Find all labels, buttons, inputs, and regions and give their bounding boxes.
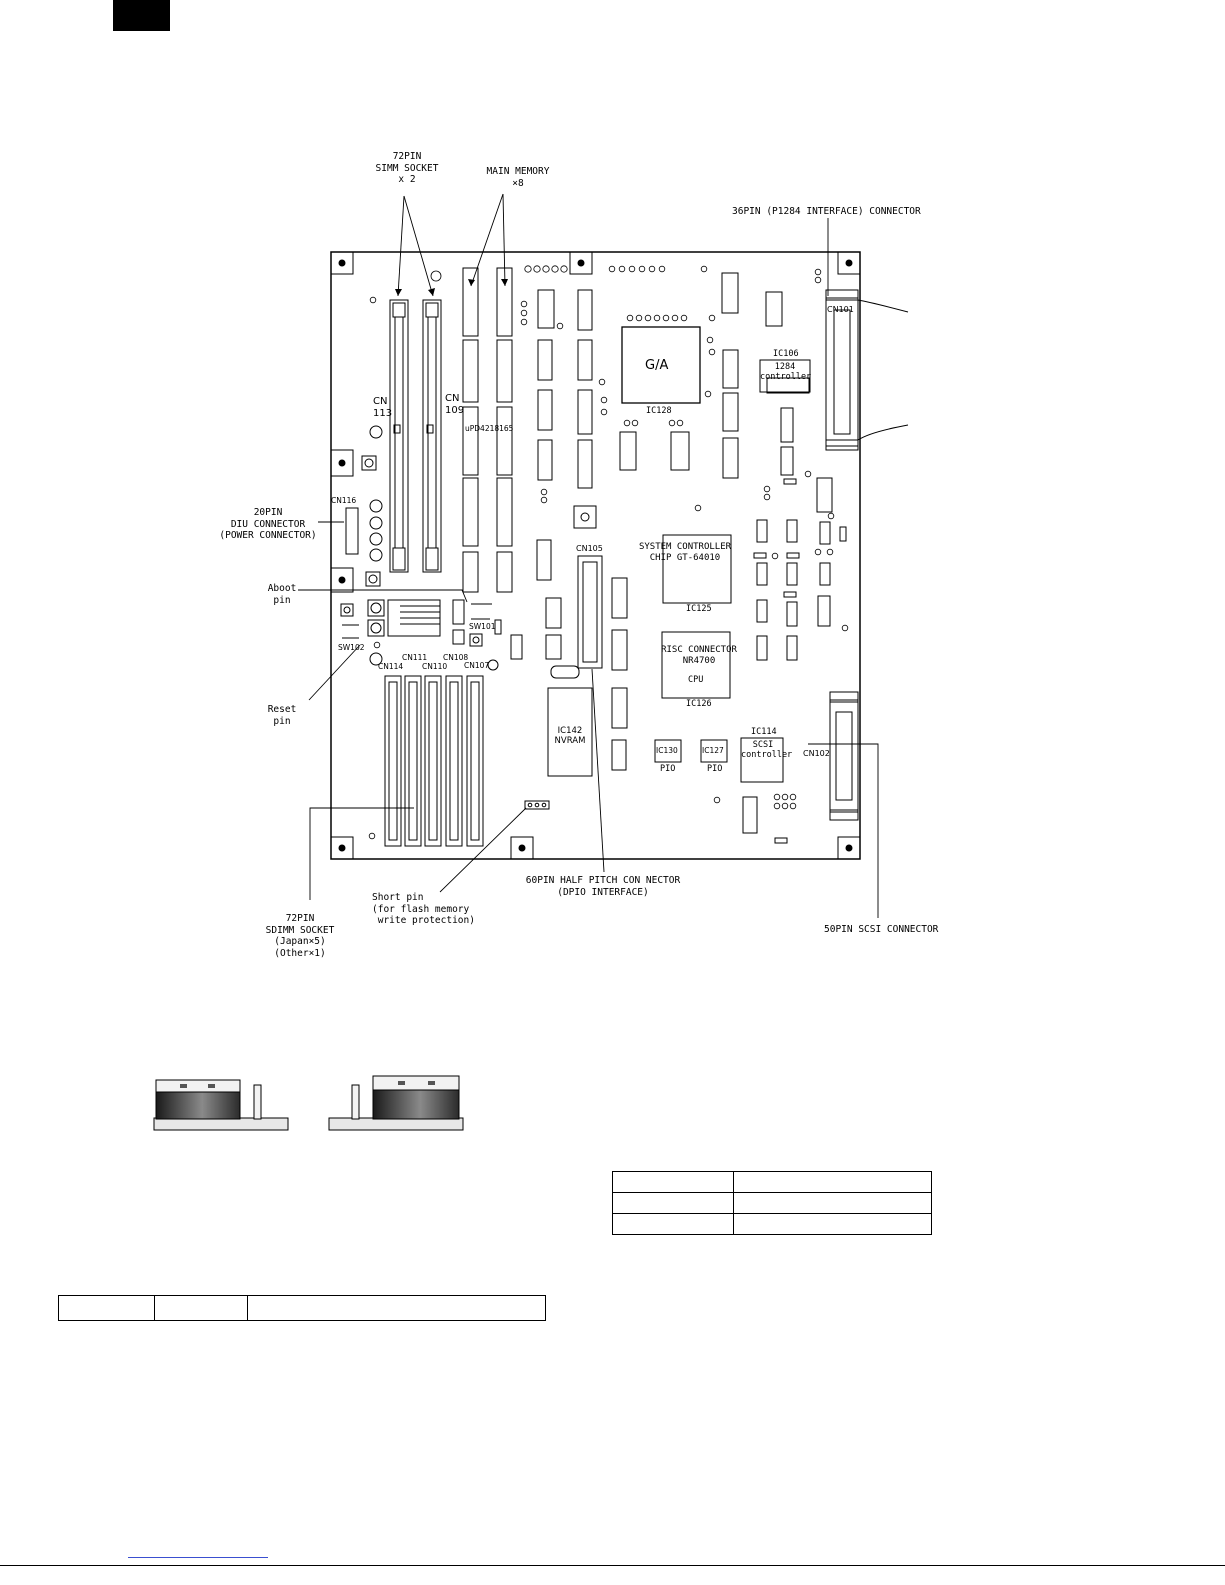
jumper-illustrations — [153, 1075, 464, 1131]
cn102-connector — [829, 699, 859, 813]
label-cn116: CN116 — [331, 496, 357, 505]
table-cell — [733, 1192, 932, 1214]
round-pads — [340, 425, 597, 671]
nvram-chip — [547, 687, 593, 777]
switch-arrows — [342, 603, 492, 639]
resistors — [494, 478, 847, 844]
table-cell — [733, 1171, 932, 1193]
cn101-connector — [825, 297, 859, 447]
arrowheads — [395, 279, 508, 296]
short-pin — [524, 800, 550, 810]
callout-short-pin: Short pin (for flash memory write protec… — [372, 892, 475, 926]
table-cell — [733, 1213, 932, 1235]
label-cn114: CN114 — [378, 662, 404, 671]
info-table — [58, 1295, 546, 1321]
system-controller-chip — [662, 534, 732, 604]
table-row — [612, 1213, 932, 1235]
header-block — [113, 0, 170, 31]
callout-diu-connector: 20PIN DIU CONNECTOR (POWER CONNECTOR) — [219, 507, 317, 541]
label-cpu: CPU — [688, 675, 704, 685]
board-outline — [330, 251, 861, 860]
jumper-right — [328, 1075, 464, 1131]
label-cn105: CN105 — [576, 544, 603, 553]
label-ic125: IC125 — [686, 604, 712, 614]
label-ic106-desc: 1284 controller — [760, 362, 812, 382]
callout-simm-socket: 72PIN SIMM SOCKET x 2 — [375, 151, 439, 185]
callout-main-memory: MAIN MEMORY ×8 — [486, 166, 550, 189]
callout-scsi-connector: 50PIN SCSI CONNECTOR — [824, 924, 939, 935]
label-risc: RISC CONNECTOR NR4700 — [661, 645, 737, 666]
table-cell — [612, 1171, 734, 1193]
ic114-chip — [740, 737, 784, 783]
label-memory-chip: uPD4218165 — [465, 424, 514, 433]
table-cell — [58, 1295, 155, 1321]
label-ic127: IC127 — [702, 746, 724, 755]
label-cn109: CN 109 — [445, 393, 465, 416]
simm-sockets — [389, 299, 442, 573]
label-system-controller: SYSTEM CONTROLLER CHIP GT-64010 — [638, 542, 732, 563]
callout-p1284-connector: 36PIN (P1284 INTERFACE) CONNECTOR — [732, 206, 921, 217]
label-ic106: IC106 — [773, 349, 799, 359]
label-ic142: IC142 NVRAM — [554, 726, 586, 746]
label-pio-2: PIO — [707, 764, 723, 774]
label-ic126: IC126 — [686, 699, 712, 709]
ic127-chip — [700, 739, 728, 763]
table-cell — [612, 1192, 734, 1214]
table-row — [58, 1295, 546, 1321]
label-ga: G/A — [645, 358, 669, 373]
cn105-connector — [577, 555, 603, 669]
ic-chips — [452, 272, 833, 834]
mounting-holes — [330, 251, 861, 860]
pad-dots — [368, 265, 849, 840]
callout-half-pitch-connector: 60PIN HALF PITCH CON NECTOR (DPIO INTERF… — [525, 875, 681, 898]
cn116-connector — [345, 507, 359, 555]
label-sw101: SW101 — [469, 622, 496, 631]
jumper-left — [153, 1079, 289, 1131]
table-row — [612, 1192, 932, 1214]
label-cn113: CN 113 — [373, 396, 393, 419]
label-cn108: CN108 — [443, 653, 469, 662]
pwb-layout-diagram — [298, 193, 909, 918]
table-cell — [247, 1295, 546, 1321]
label-cn110: CN110 — [422, 662, 448, 671]
leader-lines — [298, 193, 879, 918]
ga-chip — [621, 326, 701, 404]
ic106-chip — [759, 359, 811, 393]
footer-rule — [0, 1565, 1225, 1566]
label-ic114: IC114 — [751, 727, 777, 737]
label-scsi-ctrl: SCSI controller — [741, 740, 793, 760]
callout-reset-pin: Reset pin — [267, 704, 297, 727]
main-memory-chips — [462, 267, 513, 593]
label-cn101: CN101 — [827, 305, 854, 314]
label-cn102: CN102 — [803, 749, 830, 758]
table-row — [612, 1171, 932, 1193]
settings-table — [612, 1171, 932, 1235]
label-ic128: IC128 — [646, 406, 672, 416]
label-cn111: CN111 — [402, 653, 428, 662]
label-ic130: IC130 — [656, 746, 678, 755]
ic130-chip — [654, 739, 682, 763]
callout-aboot-pin: Aboot pin — [267, 583, 297, 606]
cpu-chip — [661, 631, 731, 699]
sdimm-sockets — [384, 675, 484, 847]
table-cell — [154, 1295, 248, 1321]
label-sw102: SW102 — [338, 643, 365, 652]
label-cn107: CN107 — [464, 661, 490, 670]
footer-link[interactable] — [128, 1557, 268, 1558]
label-pio-1: PIO — [660, 764, 676, 774]
table-cell — [612, 1213, 734, 1235]
callout-sdimm-socket: 72PIN SDIMM SOCKET (Japan×5) (Other×1) — [265, 913, 335, 959]
